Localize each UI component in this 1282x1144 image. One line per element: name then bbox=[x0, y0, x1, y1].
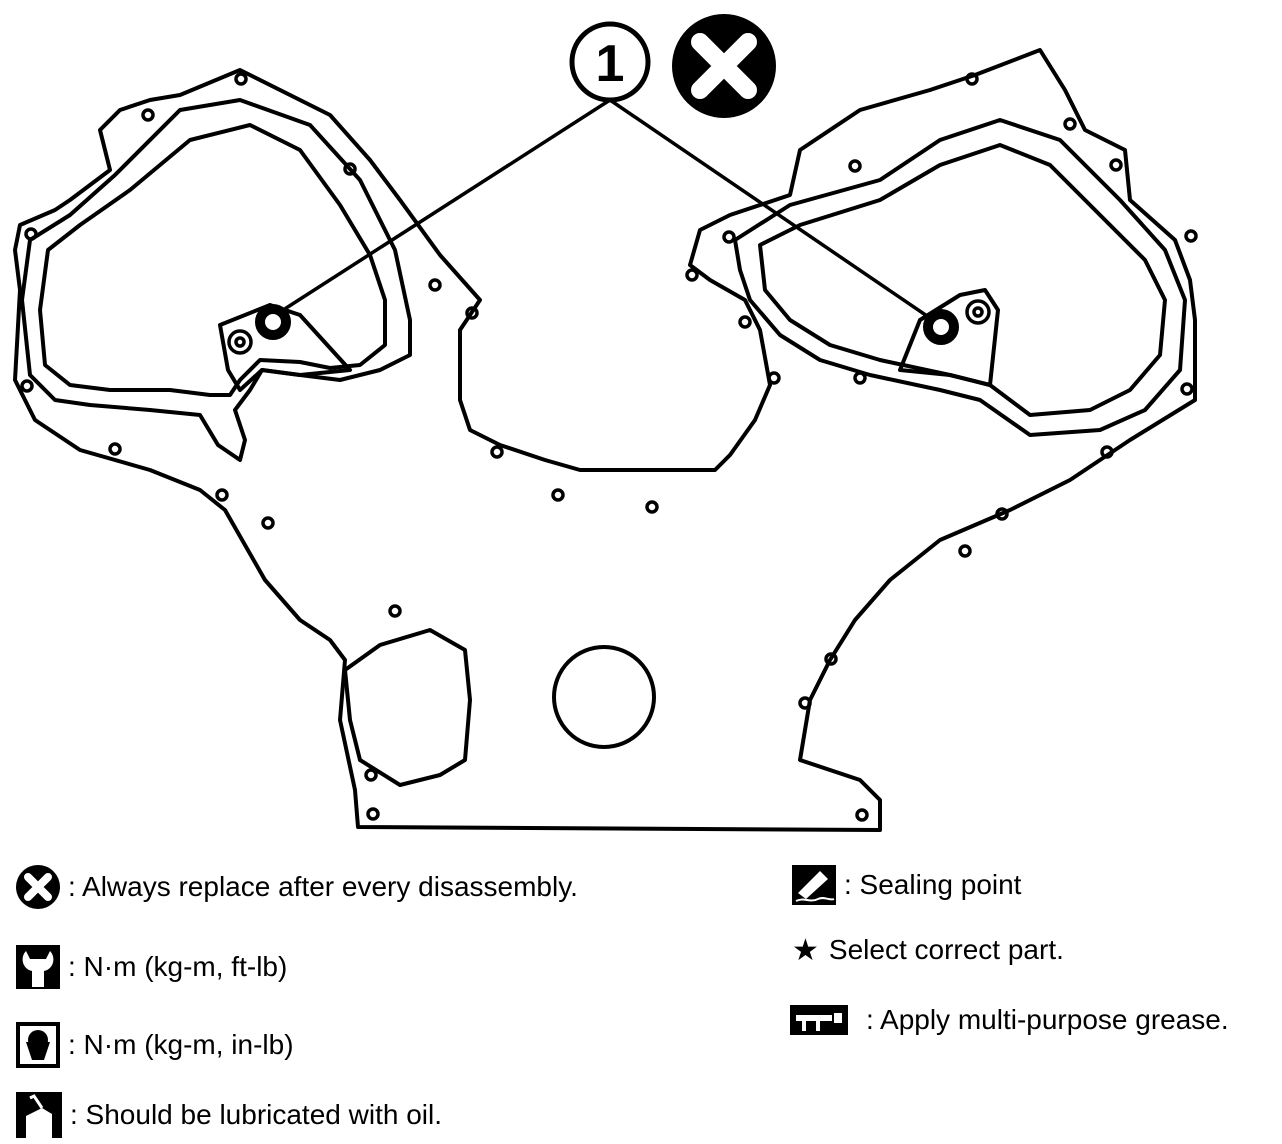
bolt-hole bbox=[995, 507, 1009, 521]
right-tensioner-bracket bbox=[898, 288, 1000, 387]
callout-number: 1 bbox=[596, 35, 625, 93]
legend-select-part: ★ Select correct part. bbox=[792, 925, 1064, 975]
bolt-hole bbox=[141, 108, 155, 122]
callout-1: 1 bbox=[569, 21, 651, 103]
legend-lubricate-oil: : Should be lubricated with oil. bbox=[14, 1090, 442, 1140]
bolt-hole bbox=[234, 72, 248, 86]
cover-outline bbox=[13, 48, 1197, 832]
legend-text-always-replace: : Always replace after every disassembly… bbox=[68, 871, 578, 902]
right-chamber-inner bbox=[758, 143, 1167, 417]
bolt-hole bbox=[738, 315, 752, 329]
bolt-hole bbox=[722, 230, 736, 244]
legend-sealing-point: : Sealing point bbox=[790, 860, 1021, 910]
bolt-hole bbox=[108, 442, 122, 456]
bolt-hole bbox=[965, 72, 979, 86]
bolt-hole bbox=[490, 445, 504, 459]
callout-leaders bbox=[279, 98, 931, 320]
bolt-hole bbox=[388, 604, 402, 618]
legend-text-grease: : Apply multi-purpose grease. bbox=[866, 1004, 1229, 1035]
torque-wrench-small-icon bbox=[16, 1022, 60, 1068]
bolt-hole bbox=[1100, 445, 1114, 459]
legend-torque-inlb: : N·m (kg-m, in-lb) bbox=[14, 1020, 294, 1070]
bolt-hole bbox=[20, 379, 34, 393]
bolt-hole bbox=[366, 807, 380, 821]
left-chamber-inner bbox=[38, 123, 387, 397]
bolt-hole bbox=[24, 227, 38, 241]
bolt-hole bbox=[853, 371, 867, 385]
bolt-hole bbox=[855, 808, 869, 822]
bolt-hole bbox=[1180, 382, 1194, 396]
bolt-hole bbox=[1063, 117, 1077, 131]
torque-wrench-icon bbox=[16, 945, 60, 989]
legend-always-replace: : Always replace after every disassembly… bbox=[14, 862, 578, 912]
lower-chamber bbox=[343, 628, 472, 787]
grease-gun-icon bbox=[790, 1005, 848, 1035]
bolt-hole bbox=[685, 268, 699, 282]
legend-torque-ftlb: : N·m (kg-m, ft-lb) bbox=[14, 942, 287, 992]
bracket-bolt-right bbox=[965, 299, 991, 325]
bolt-hole bbox=[261, 516, 275, 530]
legend-text-select-part: Select correct part. bbox=[828, 934, 1064, 965]
legend-text-torque-inlb: : N·m (kg-m, in-lb) bbox=[68, 1029, 294, 1060]
seal-left bbox=[255, 304, 291, 340]
legend-grease: : Apply multi-purpose grease. bbox=[788, 995, 1229, 1045]
bolt-hole bbox=[767, 371, 781, 385]
bolt-hole bbox=[958, 544, 972, 558]
bolt-hole bbox=[551, 488, 565, 502]
bolt-hole bbox=[428, 278, 442, 292]
bracket-bolt-left bbox=[227, 329, 253, 355]
legend-text-torque-ftlb: : N·m (kg-m, ft-lb) bbox=[68, 951, 288, 982]
bolt-hole bbox=[798, 696, 812, 710]
bolt-hole bbox=[848, 159, 862, 173]
replace-x-icon bbox=[672, 14, 776, 118]
bolt-hole bbox=[364, 768, 378, 782]
seal-right bbox=[923, 309, 959, 345]
sealant-tube-icon bbox=[792, 865, 836, 905]
legend-text-lubricate-oil: : Should be lubricated with oil. bbox=[70, 1099, 442, 1130]
bolt-hole bbox=[465, 306, 479, 320]
bolt-hole bbox=[215, 488, 229, 502]
bolt-hole-group bbox=[20, 72, 1198, 822]
right-chamber-outer bbox=[733, 118, 1187, 437]
crank-opening bbox=[552, 645, 656, 749]
star-icon: ★ bbox=[792, 933, 819, 967]
left-chamber-outer bbox=[20, 98, 412, 462]
oil-can-icon bbox=[16, 1092, 62, 1138]
replace-x-icon bbox=[16, 865, 60, 909]
bolt-hole bbox=[1184, 229, 1198, 243]
bolt-hole bbox=[824, 652, 838, 666]
legend-text-sealing-point: : Sealing point bbox=[844, 869, 1022, 900]
timing-cover-diagram: 1 bbox=[13, 14, 1198, 832]
bolt-hole bbox=[343, 162, 357, 176]
bolt-hole bbox=[1109, 158, 1123, 172]
bolt-hole bbox=[645, 500, 659, 514]
